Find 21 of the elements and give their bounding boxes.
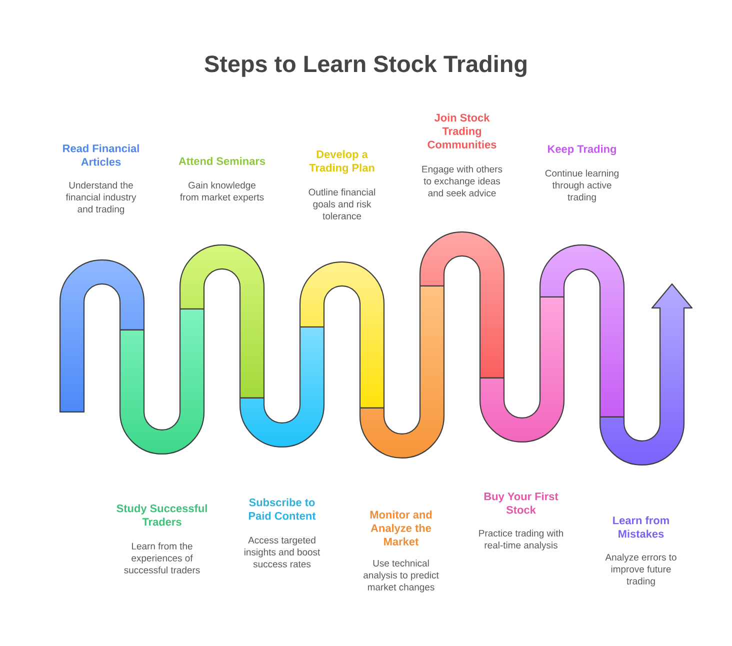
- step-heading: Buy Your First Stock: [484, 492, 558, 514]
- diagram-title: Steps to Learn Stock Trading: [204, 55, 526, 77]
- step-description: Outline financial goals and risk tolerance: [308, 188, 376, 220]
- step-description: Understand the financial industry and trading: [66, 182, 136, 214]
- step-heading: Join Stock Trading Communities: [428, 114, 496, 148]
- step-description: Gain knowledge from market experts: [180, 182, 264, 202]
- step-description: Analyze errors to improve future trading: [605, 554, 676, 586]
- step-heading: Learn from Mistakes: [613, 516, 669, 538]
- step-description: Practice trading with real-time analysis: [479, 530, 563, 550]
- step-description: Use technical analysis to predict market changes: [364, 560, 439, 592]
- step-description: Continue learning through active trading: [545, 170, 618, 202]
- step-description: Learn from the experiences of successful traders: [124, 542, 200, 574]
- step-heading: Develop a Trading Plan: [309, 150, 374, 174]
- step-heading: Study Successful Traders: [116, 504, 207, 526]
- step-description: Access targeted insights and boost success rates: [244, 536, 320, 568]
- step-description: Engage with others to exchange ideas and seek advice: [422, 166, 502, 196]
- step-heading: Monitor and Analyze the Market: [370, 510, 432, 546]
- step-heading: Keep Trading: [548, 144, 616, 156]
- step-heading: Attend Seminars: [178, 156, 266, 166]
- step-heading: Subscribe to Paid Content: [248, 498, 316, 520]
- step-heading: Read Financial Articles: [63, 144, 139, 166]
